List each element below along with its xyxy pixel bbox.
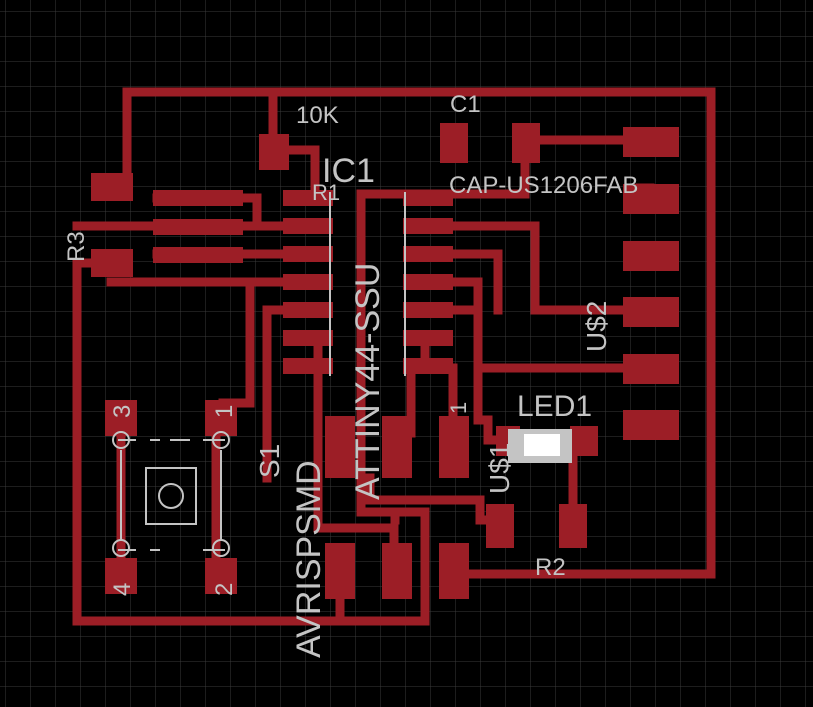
label-us1-pin1: 1 bbox=[446, 402, 471, 414]
pad bbox=[105, 400, 137, 436]
pad bbox=[283, 302, 333, 318]
pad bbox=[105, 558, 137, 594]
label-ic1-value: ATTINY44-SSU bbox=[349, 263, 387, 500]
trace bbox=[406, 221, 655, 315]
pad bbox=[623, 297, 679, 327]
label-r1-value: 10K bbox=[296, 102, 339, 129]
pad bbox=[403, 218, 453, 234]
switch-body bbox=[145, 467, 197, 525]
pad bbox=[205, 400, 237, 436]
pad bbox=[283, 218, 333, 234]
pad bbox=[325, 416, 355, 478]
pad bbox=[325, 543, 355, 599]
pad bbox=[623, 241, 679, 271]
pad bbox=[153, 219, 243, 235]
pad bbox=[382, 416, 412, 478]
pad bbox=[382, 543, 412, 599]
pad bbox=[283, 246, 333, 262]
pad bbox=[403, 358, 453, 374]
pad bbox=[403, 302, 453, 318]
label-r2-name: R2 bbox=[535, 554, 566, 581]
label-r1-name: R1 bbox=[312, 180, 340, 205]
pad bbox=[623, 410, 679, 440]
label-avr-value: AVRISPSMD bbox=[290, 460, 328, 658]
label-ic1-name: IC1 bbox=[322, 152, 375, 190]
pad bbox=[440, 123, 468, 163]
label-led1-name: LED1 bbox=[517, 390, 592, 423]
label-r3-name: R3 bbox=[63, 231, 90, 262]
silkscreen bbox=[112, 192, 572, 557]
pad bbox=[512, 123, 540, 163]
label-c1-value: CAP-US1206FAB bbox=[449, 172, 638, 199]
pad bbox=[283, 190, 333, 206]
pad bbox=[403, 190, 453, 206]
pad bbox=[570, 426, 598, 456]
trace bbox=[473, 363, 514, 445]
pad bbox=[205, 558, 237, 594]
label-s1-pin1: 1 bbox=[211, 405, 238, 418]
pad bbox=[283, 358, 333, 374]
pad bbox=[259, 134, 289, 170]
pad bbox=[91, 249, 133, 277]
pad bbox=[153, 190, 243, 206]
pad bbox=[91, 173, 133, 201]
label-c1-name: C1 bbox=[450, 91, 481, 118]
pad bbox=[559, 504, 587, 548]
pad bbox=[403, 330, 453, 346]
pad bbox=[403, 246, 453, 262]
label-s1-pin2: 2 bbox=[211, 583, 238, 596]
pad bbox=[623, 354, 679, 384]
pad bbox=[623, 184, 679, 214]
label-s1-pin3: 3 bbox=[109, 405, 136, 418]
switch-button bbox=[158, 483, 184, 509]
pad bbox=[439, 416, 469, 478]
pad bbox=[439, 543, 469, 599]
pad bbox=[403, 274, 453, 290]
label-s1-name: S1 bbox=[254, 444, 285, 478]
pads bbox=[91, 123, 679, 599]
pad bbox=[486, 504, 514, 548]
pad bbox=[283, 274, 333, 290]
pad bbox=[623, 127, 679, 157]
label-us2-name: U$2 bbox=[581, 301, 612, 352]
pad bbox=[153, 247, 243, 263]
label-us1-name: U$1 bbox=[484, 443, 515, 494]
pad bbox=[283, 330, 333, 346]
label-s1-pin4: 4 bbox=[109, 583, 136, 596]
